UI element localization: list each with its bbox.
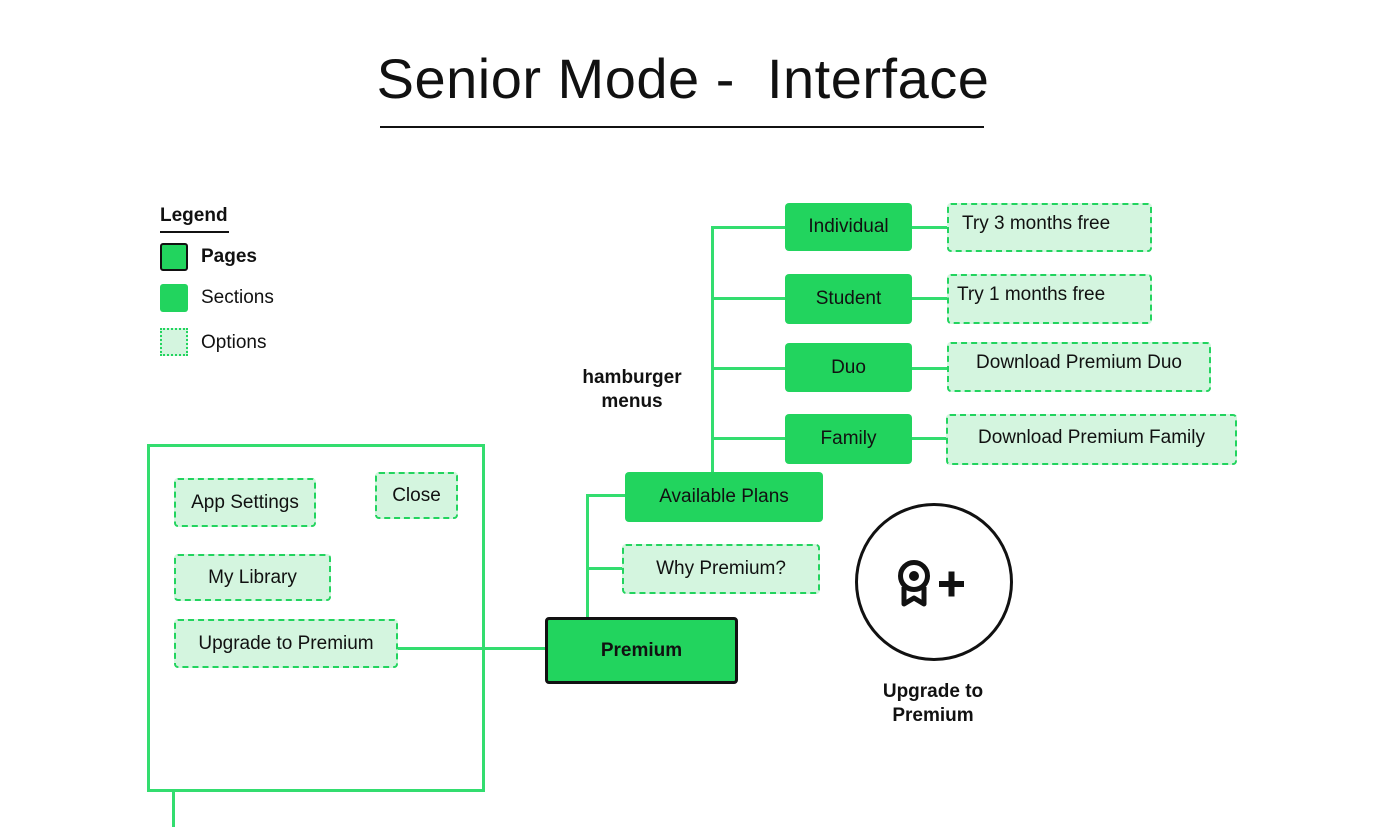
connector-family (711, 437, 786, 440)
legend-label-pages: Pages (201, 246, 257, 267)
legend-swatch-pages (160, 243, 188, 271)
connector-individual-option (911, 226, 948, 229)
premium-page[interactable]: Premium (545, 617, 738, 684)
legend-label-options: Options (201, 332, 267, 353)
connector-frame-down (172, 792, 175, 827)
connector-student-option (911, 297, 948, 300)
connector-available-plans (586, 494, 626, 497)
hamburger-menu-frame (147, 444, 485, 792)
legend-swatch-options (160, 328, 188, 356)
option-download-premium-duo[interactable]: Download Premium Duo (947, 342, 1211, 392)
page-title: Senior Mode - Interface (376, 47, 990, 110)
legend-label-sections: Sections (201, 287, 274, 308)
plan-individual[interactable]: Individual (785, 203, 912, 251)
hamburger-menus-note: hamburger menus (582, 367, 682, 412)
plan-family[interactable]: Family (785, 414, 912, 464)
close-option[interactable]: Close (375, 472, 458, 519)
plan-student[interactable]: Student (785, 274, 912, 324)
upgrade-to-premium-option[interactable]: Upgrade to Premium (174, 619, 398, 668)
title-underline (380, 126, 984, 128)
upgrade-icon-circle[interactable] (855, 503, 1013, 661)
connector-upgrade-premium (397, 647, 546, 650)
legend-title: Legend (160, 205, 228, 226)
option-try-1-months[interactable]: Try 1 months free (947, 274, 1152, 324)
option-download-premium-family[interactable]: Download Premium Family (946, 414, 1237, 465)
legend-swatch-sections (160, 284, 188, 312)
award-plus-icon (898, 560, 964, 607)
connector-duo (711, 367, 786, 370)
available-plans-section[interactable]: Available Plans (625, 472, 823, 522)
connector-premium-trunk (586, 494, 589, 618)
connector-family-option (911, 437, 948, 440)
connector-student (711, 297, 786, 300)
plan-duo[interactable]: Duo (785, 343, 912, 392)
app-settings-option[interactable]: App Settings (174, 478, 316, 527)
connector-why-premium (586, 567, 623, 570)
upgrade-icon-caption: Upgrade to Premium (882, 681, 984, 726)
my-library-option[interactable]: My Library (174, 554, 331, 601)
option-try-3-months[interactable]: Try 3 months free (947, 203, 1152, 252)
connector-individual (711, 226, 786, 229)
connector-duo-option (911, 367, 948, 370)
why-premium-option[interactable]: Why Premium? (622, 544, 820, 594)
connector-plans-trunk (711, 226, 714, 474)
legend-underline (160, 231, 229, 233)
